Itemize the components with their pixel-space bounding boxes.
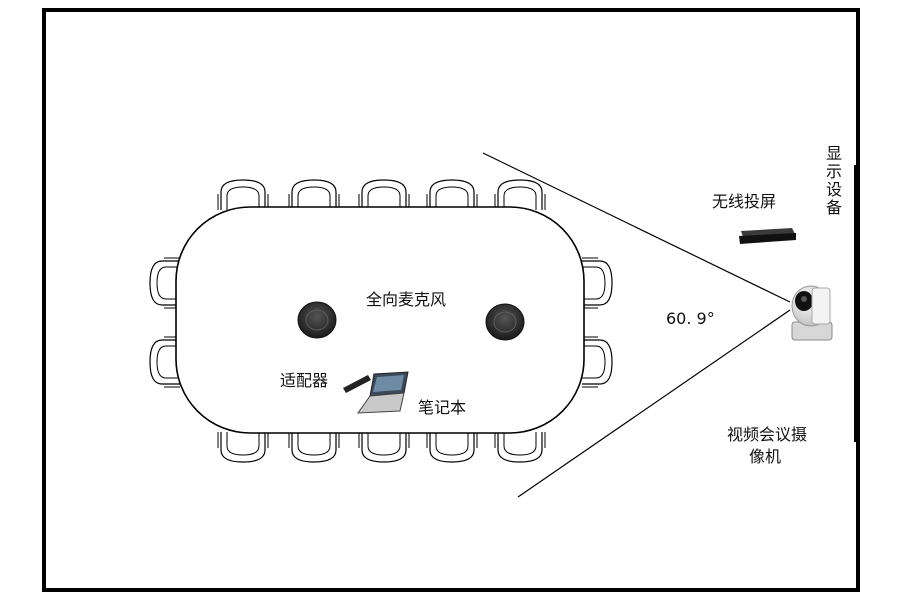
chairs-right <box>581 257 613 388</box>
adapter-icon <box>343 375 371 393</box>
chair <box>581 257 613 309</box>
fov-line-bottom <box>517 309 791 498</box>
chairs-bottom <box>217 431 546 463</box>
camera-label-line1: 视频会议摄 <box>727 425 808 444</box>
room-wall <box>42 8 860 592</box>
omni-mic-left <box>297 301 337 339</box>
wireless-cast-label: 无线投屏 <box>712 192 777 211</box>
chair <box>217 431 269 463</box>
fov-line-top <box>482 152 791 303</box>
chair <box>358 179 410 211</box>
camera-label-line2: 像机 <box>749 447 782 466</box>
adapter-label: 适配器 <box>280 371 329 390</box>
wireless-cast-box-icon <box>739 228 796 244</box>
laptop-label: 笔记本 <box>418 398 467 417</box>
ptz-camera-icon <box>791 285 833 341</box>
chair <box>426 179 478 211</box>
laptop-icon <box>357 371 409 414</box>
omni-mic-right <box>485 303 525 341</box>
chair <box>288 431 340 463</box>
conference-table <box>175 206 585 434</box>
chair <box>494 179 546 211</box>
chair <box>426 431 478 463</box>
chair <box>494 431 546 463</box>
chair <box>358 431 410 463</box>
chair <box>217 179 269 211</box>
mic-label: 全向麦克风 <box>366 290 447 309</box>
chair <box>581 336 613 388</box>
display-device-label: 显示设备 <box>823 145 842 217</box>
chairs-top <box>217 179 546 211</box>
fov-angle-label: 60. 9° <box>666 309 715 328</box>
chair <box>288 179 340 211</box>
